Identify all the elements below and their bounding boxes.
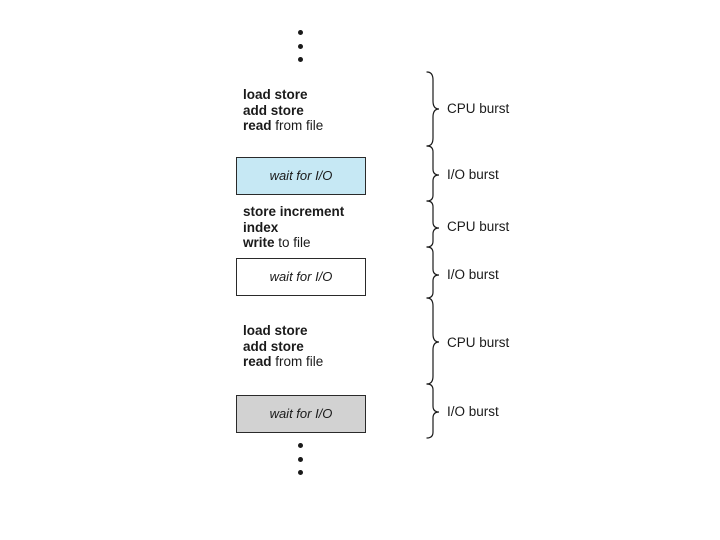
cpu-burst-label-3: CPU burst: [447, 335, 510, 350]
brace-cpu-burst-1: [426, 71, 440, 147]
code-keyword: write: [243, 235, 275, 250]
dot: [298, 443, 303, 448]
code-keyword: load store: [243, 323, 308, 338]
code-line: index: [243, 220, 344, 236]
brace-io-burst-1: [426, 145, 440, 202]
code-line: add store: [243, 339, 323, 355]
bottom-ellipsis: [298, 443, 306, 484]
code-line: read from file: [243, 118, 323, 134]
code-line: add store: [243, 103, 323, 119]
code-keyword: load store: [243, 87, 308, 102]
cpu-burst-label-1: CPU burst: [447, 101, 510, 116]
dot: [298, 43, 303, 49]
code-line: load store: [243, 87, 323, 103]
code-line: write to file: [243, 235, 344, 251]
code-keyword: add store: [243, 338, 304, 354]
io-burst-label-3: I/O burst: [447, 404, 499, 419]
io-wait-box-1: wait for I/O: [236, 157, 366, 195]
code-keyword: read: [243, 354, 272, 369]
io-wait-box-3: wait for I/O: [236, 395, 366, 433]
code-keyword: store increment: [243, 204, 345, 219]
io-burst-label-1: I/O burst: [447, 167, 499, 182]
brace-cpu-burst-2: [426, 200, 440, 248]
brace-cpu-burst-3: [426, 297, 440, 385]
io-burst-label-2: I/O burst: [447, 267, 499, 282]
dot: [298, 456, 303, 462]
brace-io-burst-3: [426, 383, 440, 439]
code-text: to file: [274, 235, 311, 250]
brace-io-burst-2: [426, 246, 440, 299]
code-keyword: read: [243, 118, 272, 133]
dot: [298, 57, 303, 62]
top-ellipsis: [298, 30, 306, 71]
code-line: load store: [243, 323, 323, 339]
io-wait-box-2: wait for I/O: [236, 258, 366, 296]
code-text: from file: [271, 118, 324, 133]
code-line: read from file: [243, 354, 323, 370]
code-line: store increment: [243, 204, 344, 220]
code-text: from file: [271, 354, 324, 369]
cpu-burst-label-2: CPU burst: [447, 219, 510, 234]
dot: [298, 30, 303, 35]
dot: [298, 470, 303, 475]
code-keyword: add store: [243, 102, 304, 118]
code-keyword: index: [243, 219, 279, 235]
